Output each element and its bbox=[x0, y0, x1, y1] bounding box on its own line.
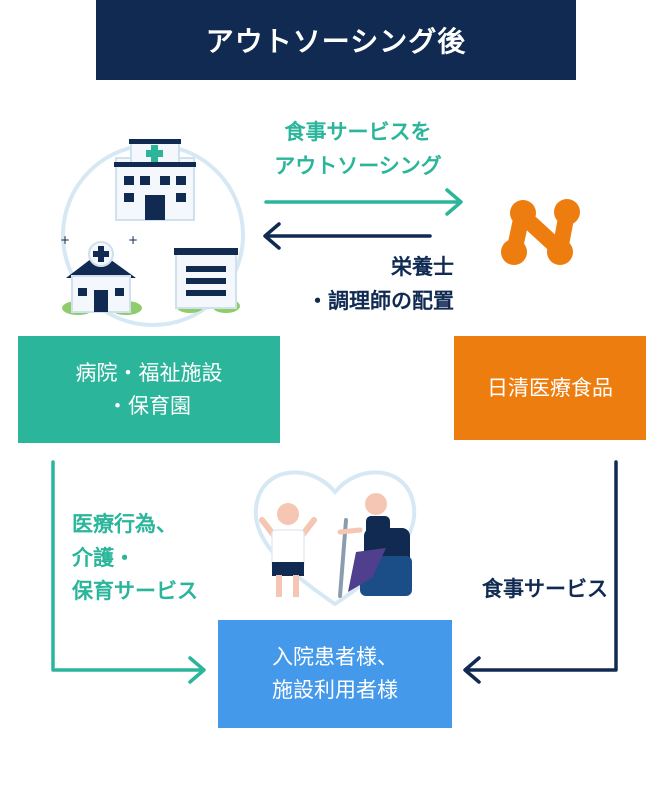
meal-service-label: 食事サービス bbox=[482, 577, 608, 601]
patients-line2: 施設利用者様 bbox=[272, 678, 398, 702]
nisshin-box: 日清医療食品 bbox=[454, 336, 646, 440]
facility-line2: ・保育園 bbox=[107, 393, 191, 418]
meal-service-arrow bbox=[463, 460, 618, 684]
facility-box: 病院・福祉施設 ・保育園 bbox=[18, 336, 280, 443]
medical-care-line3: 保育サービス bbox=[72, 579, 198, 604]
heart-icon bbox=[253, 470, 417, 607]
nursery-icon bbox=[174, 248, 240, 313]
nisshin-logo-icon bbox=[501, 199, 580, 265]
medical-care-label: 医療行為、 介護・ 保育サービス bbox=[72, 508, 198, 609]
nisshin-label: 日清医療食品 bbox=[487, 375, 613, 400]
svg-text:+: + bbox=[60, 233, 70, 247]
medical-care-line1: 医療行為、 bbox=[72, 512, 177, 536]
dietitian-label-line1: 栄養士 bbox=[391, 255, 454, 279]
svg-text:+: + bbox=[128, 233, 138, 247]
dietitian-label-line2: ・調理師の配置 bbox=[307, 288, 454, 313]
facility-line1: 病院・福祉施設 bbox=[75, 360, 223, 385]
patients-line1: 入院患者様、 bbox=[272, 645, 398, 670]
elderly-person-icon bbox=[337, 493, 412, 598]
medical-care-arrow bbox=[51, 460, 206, 684]
medical-care-line2: 介護・ bbox=[72, 545, 135, 570]
clinic-icon: + + bbox=[60, 233, 142, 315]
dietitian-label: 栄養士 ・調理師の配置 bbox=[258, 251, 454, 318]
outsourcing-label: 食事サービスを アウトソーシング bbox=[258, 116, 458, 183]
title-banner: アウトソーシング後 bbox=[96, 0, 576, 80]
patients-box: 入院患者様、 施設利用者様 bbox=[218, 620, 452, 728]
outsourcing-arrow bbox=[264, 188, 463, 216]
child-icon bbox=[259, 503, 317, 597]
outsourcing-label-line2: アウトソーシング bbox=[274, 153, 442, 178]
dietitian-arrow bbox=[263, 222, 432, 250]
title-text: アウトソーシング後 bbox=[205, 25, 467, 58]
hospital-icon bbox=[114, 139, 196, 221]
outsourcing-label-line1: 食事サービスを bbox=[284, 120, 432, 144]
